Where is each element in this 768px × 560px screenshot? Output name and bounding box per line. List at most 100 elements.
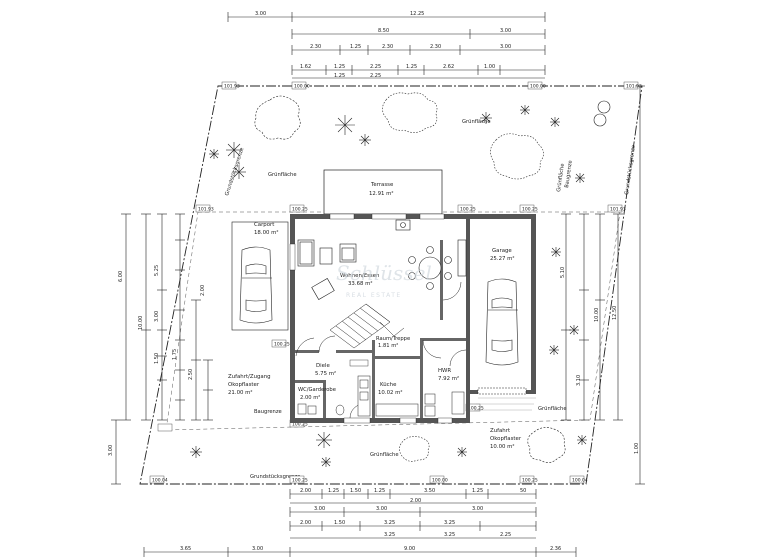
dim-left-8: 2.00 bbox=[200, 285, 206, 296]
dim-right-3: 3.10 bbox=[576, 375, 582, 386]
carport-area: 18.00 m² bbox=[254, 229, 279, 236]
doors bbox=[295, 281, 467, 419]
entry-sub: Okopflaster bbox=[228, 382, 260, 388]
level-c3: 100.25 bbox=[468, 406, 484, 412]
terrace bbox=[323, 169, 443, 215]
dim-top-3e: 3.00 bbox=[500, 44, 511, 50]
watermark-brand: Schlüssel bbox=[336, 261, 432, 285]
stair-area: 1.81 m² bbox=[378, 343, 398, 349]
terrace-name: Terrasse bbox=[370, 182, 394, 188]
hedge-icon bbox=[597, 100, 611, 114]
dim-left-9: 3.00 bbox=[108, 445, 114, 456]
dim-top-4c: 2.25 bbox=[370, 64, 381, 70]
drive-sub: Okopflaster bbox=[490, 436, 522, 442]
bottom-dimension-chain bbox=[143, 489, 577, 557]
dim-bot-1e: 3.50 bbox=[424, 488, 435, 494]
dim-right-4: 12.50 bbox=[612, 306, 618, 320]
entry-area: 21.00 m² bbox=[228, 389, 253, 396]
tree-icon bbox=[254, 95, 301, 140]
dim-bot-1f: 1.25 bbox=[472, 488, 483, 494]
level-tr2: 101.93 bbox=[626, 84, 642, 90]
level-h3: 100.25 bbox=[460, 207, 476, 213]
utility-name: HWR bbox=[438, 368, 451, 374]
kitchen-counters bbox=[357, 375, 419, 417]
dim-bot-6d: 2.36 bbox=[550, 546, 561, 552]
dim-top-2b: 3.00 bbox=[500, 28, 511, 34]
utility-fixtures bbox=[424, 391, 465, 417]
dim-right-5: 1.00 bbox=[634, 443, 640, 454]
dim-bot-5a: 3.25 bbox=[384, 532, 395, 538]
star-plants bbox=[190, 105, 587, 467]
dim-left-1: 6.00 bbox=[118, 271, 124, 282]
living-furniture bbox=[297, 219, 467, 300]
lawn-label: Grünfläche bbox=[268, 172, 297, 178]
dim-top-4d: 1.25 bbox=[406, 64, 417, 70]
armchair bbox=[339, 243, 357, 263]
carport-name: Carport bbox=[254, 222, 274, 228]
dim-bot-4a: 2.00 bbox=[300, 520, 311, 526]
dining-table bbox=[418, 256, 442, 280]
dim-bot-5c: 2.25 bbox=[500, 532, 511, 538]
level-c2: 100.25 bbox=[292, 422, 308, 428]
dim-bot-3c: 3.00 bbox=[472, 506, 483, 512]
staircase bbox=[329, 303, 405, 349]
dim-top-4a: 1.62 bbox=[300, 64, 311, 70]
dim-bot-5b: 3.25 bbox=[444, 532, 455, 538]
dim-top-4f: 1.00 bbox=[484, 64, 495, 70]
level-tm: 100.00 bbox=[294, 84, 310, 90]
dim-right-1: 5.10 bbox=[560, 267, 566, 278]
level-h1: 101.93 bbox=[198, 207, 214, 213]
level-b2: 100.25 bbox=[292, 478, 308, 484]
utility-area: 7.92 m² bbox=[438, 375, 459, 382]
car-icon bbox=[239, 246, 273, 324]
drive-title: Zufahrt bbox=[490, 428, 510, 434]
hedge-label: Baugrenze bbox=[254, 409, 282, 415]
dim-top-3a: 2.30 bbox=[310, 44, 321, 50]
car-icon bbox=[485, 278, 519, 366]
dim-top-4e: 2.62 bbox=[443, 64, 454, 70]
level-markers: 101.93 100.00 100.00 101.93 101.93 100.2… bbox=[149, 81, 642, 484]
living-area: 33.68 m² bbox=[348, 280, 373, 287]
dim-bot-1a: 2.00 bbox=[300, 488, 311, 494]
dim-bot-6b: 3.00 bbox=[252, 546, 263, 552]
drive-area: 10.00 m² bbox=[490, 443, 515, 450]
dim-top-1a: 3.00 bbox=[255, 11, 266, 17]
level-b3: 100.00 bbox=[432, 478, 448, 484]
level-h2: 100.25 bbox=[292, 207, 308, 213]
dim-bot-1g: 50 bbox=[520, 488, 526, 494]
windows bbox=[289, 213, 453, 424]
wardrobe bbox=[349, 359, 369, 367]
dim-top-5a: 1.25 bbox=[334, 73, 345, 79]
sofa bbox=[297, 239, 315, 267]
lawn-label: Grünfläche bbox=[370, 452, 399, 458]
dim-bot-1c: 1.50 bbox=[350, 488, 361, 494]
interior-walls bbox=[295, 240, 466, 418]
boundary-label-bottom: Grundstücksgrenze bbox=[250, 474, 300, 480]
plot-boundary bbox=[139, 85, 643, 485]
garage-door bbox=[477, 387, 527, 395]
carport bbox=[231, 221, 289, 331]
kitchen-name: Küche bbox=[380, 382, 397, 388]
hedge-icon bbox=[593, 113, 607, 127]
dim-bot-3b: 3.00 bbox=[376, 506, 387, 512]
level-c1: 100.25 bbox=[274, 342, 290, 348]
dim-top-3b: 1.25 bbox=[350, 44, 361, 50]
shrub-icon bbox=[399, 436, 430, 462]
coffee-table bbox=[319, 247, 333, 265]
living-name: Wohnen/Essen bbox=[340, 273, 379, 279]
entry-title: Zufahrt/Zugang bbox=[228, 374, 271, 380]
hall-name: Diele bbox=[316, 363, 330, 369]
dim-top-1b: 12.25 bbox=[410, 11, 424, 17]
level-tl: 101.93 bbox=[224, 84, 240, 90]
hall-area: 5.75 m² bbox=[315, 370, 336, 377]
left-dimension-chain bbox=[111, 213, 213, 485]
lawn-label: Grünfläche bbox=[462, 119, 491, 125]
hedge-label: Baugrenze bbox=[564, 160, 574, 188]
dim-bot-4c: 3.25 bbox=[384, 520, 395, 526]
kitchen-area: 10.02 m² bbox=[378, 389, 403, 396]
dim-left-2: 10.00 bbox=[138, 316, 144, 330]
dim-bot-4d: 3.25 bbox=[444, 520, 455, 526]
dim-top-5b: 2.25 bbox=[370, 73, 381, 79]
dim-bot-6a: 3.65 bbox=[180, 546, 191, 552]
